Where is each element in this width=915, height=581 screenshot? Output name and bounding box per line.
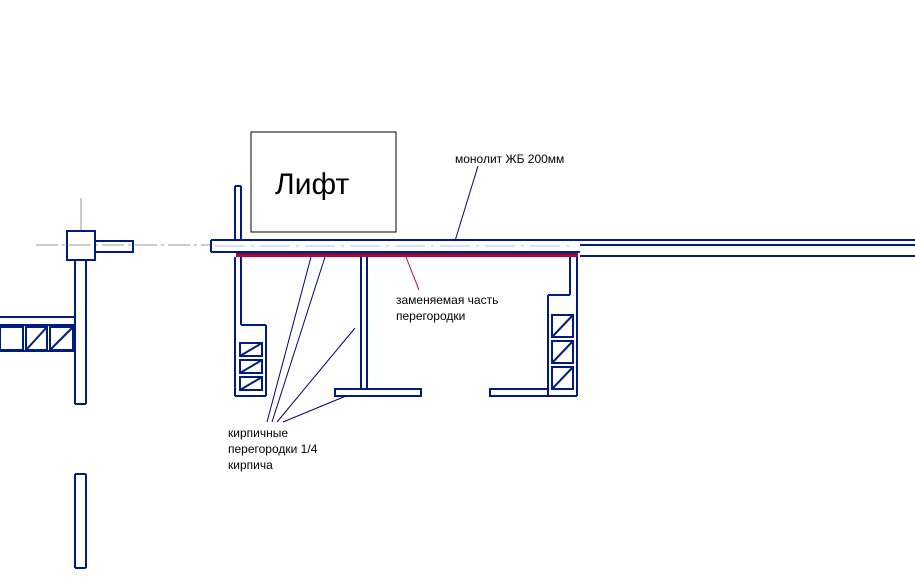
left-partition-brick-1 <box>239 342 263 357</box>
monolith-slab <box>210 239 915 257</box>
left-partition-brick-2 <box>239 359 263 374</box>
left-partition-brick-3 <box>239 376 263 391</box>
brick-partition-label-line-2: перегородки 1/4 <box>228 442 318 456</box>
center-base <box>334 388 422 397</box>
right-brick-2 <box>551 340 574 364</box>
left-brick-3 <box>49 326 74 351</box>
right-brick-3 <box>551 366 574 390</box>
brick-leader-1 <box>266 256 312 423</box>
slab-leader <box>454 165 479 242</box>
left-partition-brick-2-diag <box>239 359 263 374</box>
left-partition-brick-1-diag <box>239 342 263 357</box>
right-brick-1-diag <box>551 314 574 338</box>
brick-leader-2 <box>271 256 326 423</box>
right-partition <box>489 257 578 397</box>
brick-leader-3 <box>276 327 356 423</box>
right-brick-3-diag <box>551 366 574 390</box>
elevator-label: Лифт <box>275 168 350 201</box>
left-brick-wall <box>0 316 75 352</box>
brick-partition-label: кирпичные перегородки 1/4 кирпича <box>228 425 317 473</box>
brick-partition-label-line-3: кирпича <box>228 458 273 472</box>
replaced-partition-label-line-2: перегородки <box>396 309 466 323</box>
brick-partition-label-line-1: кирпичные <box>228 426 289 440</box>
left-column <box>66 230 134 569</box>
slab-label: монолит ЖБ 200мм <box>455 152 565 166</box>
left-partition <box>234 257 267 397</box>
left-brick-1 <box>0 326 24 351</box>
left-brick-2-diag <box>25 326 48 351</box>
brick-leader-4 <box>282 395 347 423</box>
left-partition-brick-3-diag <box>239 376 263 391</box>
center-partition <box>334 257 422 397</box>
right-brick-2-diag <box>551 340 574 364</box>
replaced-leader <box>405 256 420 291</box>
axis-lines <box>36 198 210 246</box>
shaft-wall <box>234 185 242 240</box>
left-brick-2 <box>25 326 48 351</box>
left-brick-3-diag <box>49 326 74 351</box>
right-base <box>489 388 549 397</box>
replaced-partition <box>236 253 578 257</box>
column-stub <box>94 240 134 253</box>
right-brick-1 <box>551 314 574 338</box>
leader-lines <box>266 165 479 423</box>
elevator-box <box>250 131 397 233</box>
replaced-partition-label-line-1: заменяемая часть <box>396 293 499 307</box>
replaced-partition-label: заменяемая часть перегородки <box>396 292 498 324</box>
